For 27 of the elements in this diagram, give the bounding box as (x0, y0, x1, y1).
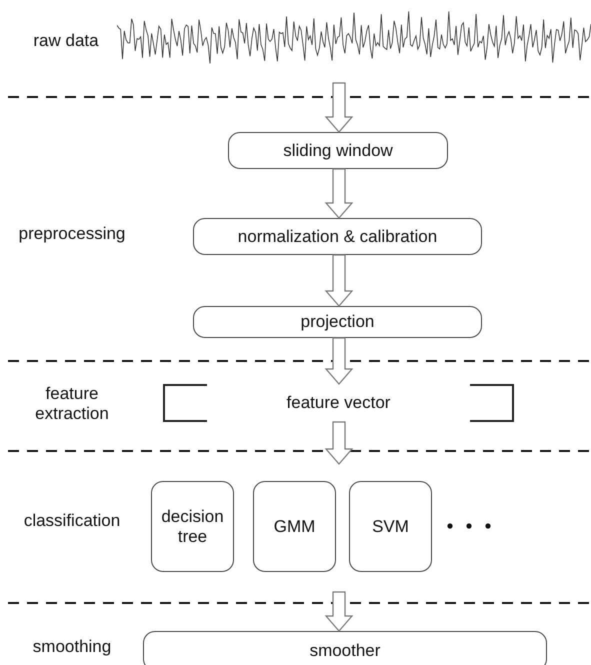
block-arrow (324, 254, 354, 307)
block-arrow (324, 421, 354, 465)
stage-label: smoothing (32, 637, 112, 658)
stage-label: preprocessing (18, 224, 126, 244)
node-text: decision tree (160, 506, 225, 546)
bracketed-node (163, 384, 514, 422)
process-box (143, 631, 547, 665)
stage-label: raw data (32, 31, 100, 52)
node-text: feature vector (286, 393, 392, 413)
process-box (228, 132, 448, 169)
node-text: smoother (308, 641, 382, 661)
classifier-box (253, 481, 336, 572)
node-text: SVM (371, 516, 410, 536)
stage-label: classification (22, 511, 122, 532)
block-arrow (324, 168, 354, 219)
classifier-box (349, 481, 432, 572)
process-box (193, 218, 482, 255)
node-text: sliding window (282, 140, 394, 160)
node-text: projection (300, 312, 376, 332)
block-arrow (324, 337, 354, 385)
block-arrow (324, 82, 354, 133)
classifier-box (151, 481, 234, 572)
stage-label: feature extraction (34, 384, 110, 425)
node-text: GMM (272, 516, 316, 536)
block-arrow (324, 591, 354, 632)
node-text: normalization & calibration (236, 226, 438, 246)
process-box (193, 306, 482, 338)
